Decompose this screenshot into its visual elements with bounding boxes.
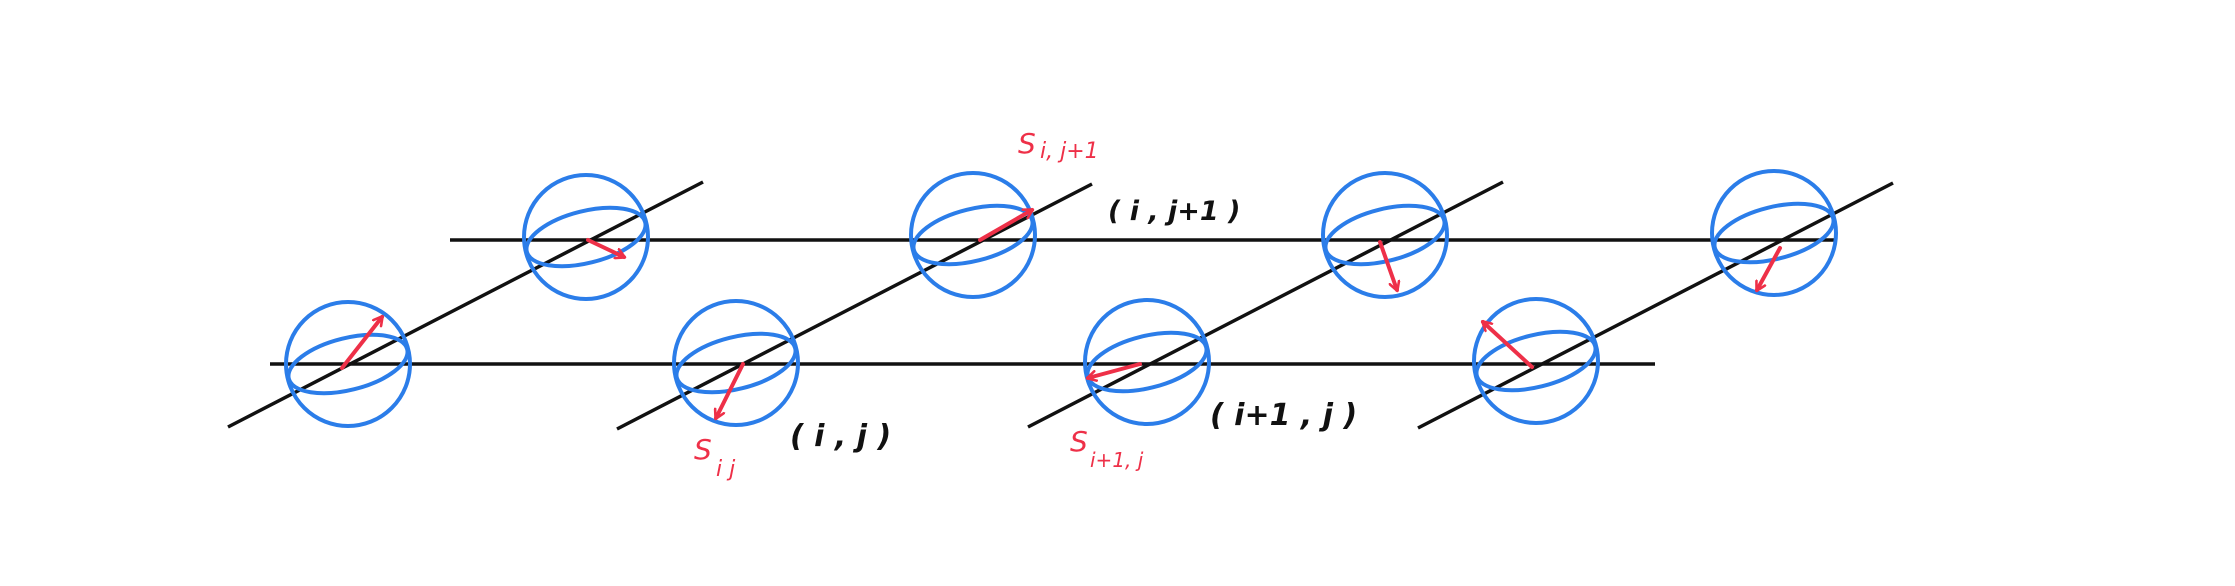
spin-arrow [340,317,384,370]
label-spin-ij1-main: S [1018,127,1036,160]
sphere [1321,171,1449,299]
label-spin-ij1: S i, j+1 [1018,127,1099,164]
spin-arrow [1755,246,1782,290]
spin-arrow [716,362,745,418]
spin-arrow [1483,320,1534,369]
sphere [909,171,1037,299]
sphere [1083,298,1211,426]
spin-arrow [586,238,624,257]
spin-arrow [1088,362,1142,378]
lattice-diagonal-line-3 [1027,180,1504,429]
label-spin-i1j-sub: i+1, j [1090,448,1144,472]
label-site-i1j: ( i+1 , j ) [1210,398,1357,433]
spin-site-front-0 [284,300,412,428]
sphere-equator [1474,329,1598,393]
lattice-diagonal-line-4 [1417,181,1894,430]
spin-site-back-2 [1321,171,1449,299]
sphere [1472,297,1600,425]
sphere [522,173,650,301]
label-spin-i1j: S i+1, j [1070,425,1144,472]
spin-arrow [1378,240,1397,290]
sphere-equator [674,331,798,395]
spin-site-back-0 [522,173,650,301]
spin-site-back-3 [1710,169,1838,297]
label-spin-ij: S i j [694,433,736,482]
lattice-diagonal-line-2 [616,182,1093,431]
lattice-diagonal-line-1 [227,180,704,429]
label-spin-ij-sub: i j [716,457,736,482]
sphere-equator [1323,203,1447,267]
label-spin-i1j-main: S [1070,425,1088,458]
sphere-equator [1085,330,1209,394]
spin-site-back-1 [909,171,1037,299]
label-spin-ij1-sub: i, j+1 [1040,139,1099,164]
sphere-equator [911,203,1035,267]
label-site-ij: ( i , j ) [790,419,891,454]
spin-site-front-2 [1083,298,1211,426]
sphere-equator [1712,201,1836,265]
sphere-equator [286,332,410,396]
spin-site-front-1 [672,299,800,427]
label-spin-ij-main: S [694,433,712,466]
sphere [672,299,800,427]
label-site-ij1: ( i , j+1 ) [1108,196,1240,227]
sphere [1710,169,1838,297]
sphere-equator [524,205,648,269]
sphere [284,300,412,428]
spin-arrow [978,208,1032,242]
spin-site-front-3 [1472,297,1600,425]
